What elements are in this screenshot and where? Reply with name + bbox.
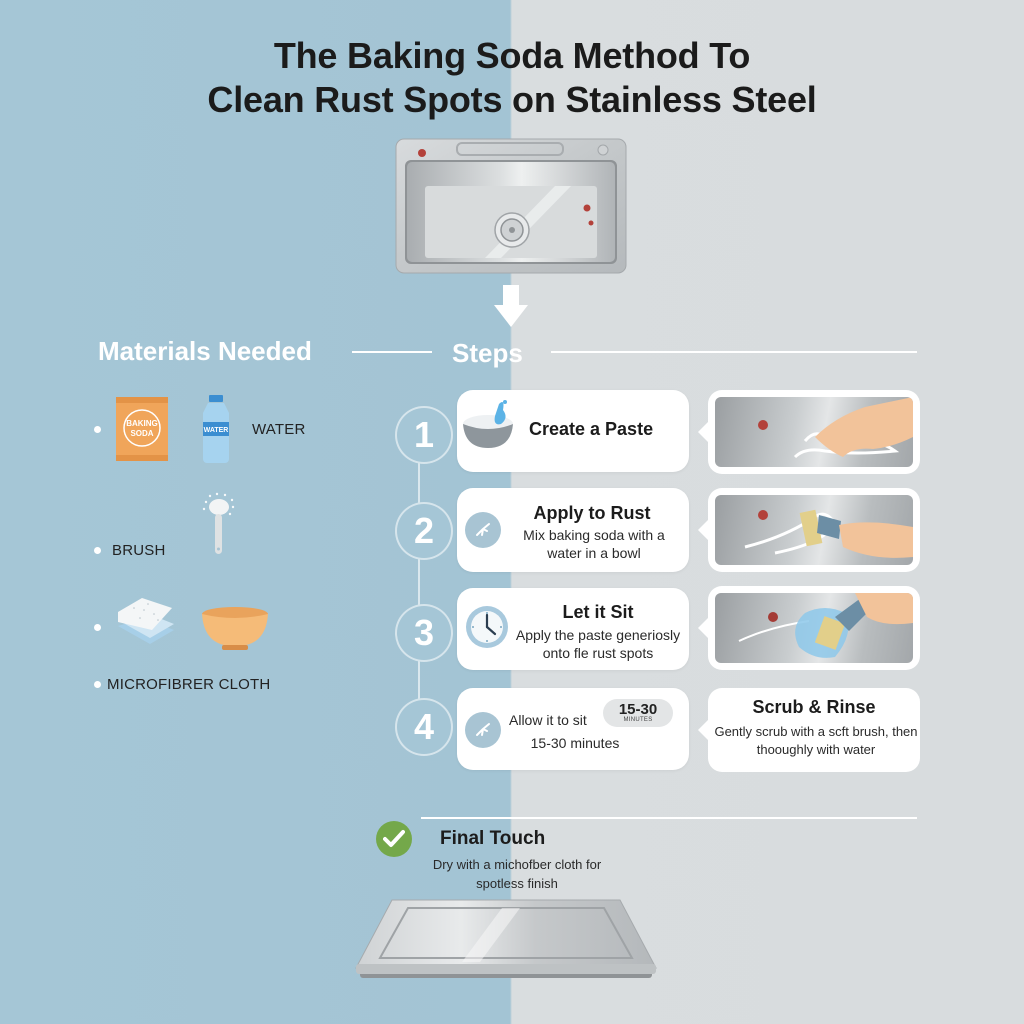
step-title-2: Apply to Rust xyxy=(533,503,651,523)
scrub-rinse-card[interactable]: Scrub & Rinse Gently scrub with a scft b… xyxy=(698,688,920,772)
sparkle-icon xyxy=(465,512,501,548)
step-desc-4-line2: 15-30 minutes xyxy=(530,735,620,751)
bullet xyxy=(94,547,101,554)
step-number-1: 1 xyxy=(395,406,453,464)
down-arrow-icon xyxy=(494,285,528,327)
badge-value: 15-30 xyxy=(618,701,658,718)
step-1-image xyxy=(698,390,920,474)
step-number-2: 2 xyxy=(395,502,453,560)
brush-applying-paste xyxy=(744,509,913,558)
timeline-line xyxy=(418,462,420,714)
step-card-1[interactable]: Create a Paste xyxy=(457,390,689,472)
step-desc-3: Apply the paste generiosly onto fle rust… xyxy=(515,627,681,661)
baking-soda-bag-icon: BAKING SODA xyxy=(116,397,168,461)
step-title-3: Let it Sit xyxy=(562,602,634,622)
sparkle-icon xyxy=(465,712,501,748)
step-card-2[interactable]: Apply to Rust Mix baking soda with a wat… xyxy=(457,488,689,572)
divider xyxy=(551,351,917,353)
step-card-3[interactable]: Let it Sit Apply the paste generiosly on… xyxy=(457,588,689,670)
step-3-image xyxy=(698,586,920,670)
svg-text:WATER: WATER xyxy=(204,427,229,434)
step-desc-4-line1: Allow it to sit xyxy=(509,712,587,728)
step-desc-2: Mix baking soda with a water in a bowl xyxy=(523,527,665,561)
bullet xyxy=(94,624,101,631)
steps-heading: Steps xyxy=(452,338,523,368)
brush-icon xyxy=(202,492,235,554)
page-title: The Baking Soda Method To Clean Rust Spo… xyxy=(0,34,1024,122)
check-circle-icon xyxy=(376,821,412,857)
clean-stainless-tray xyxy=(355,899,657,978)
material-label-microfibre-cloth: MICROFIBRER CLOTH xyxy=(107,676,271,693)
divider xyxy=(421,817,917,819)
clock-icon xyxy=(466,606,508,648)
bullet xyxy=(94,681,101,688)
material-label-water: WATER xyxy=(252,421,306,438)
hand-spreading-paste xyxy=(758,397,913,459)
divider xyxy=(352,351,432,353)
final-title: Final Touch xyxy=(440,828,546,849)
material-label-brush: BRUSH xyxy=(112,542,166,559)
svg-text:SODA: SODA xyxy=(130,429,153,438)
svg-text:BAKING: BAKING xyxy=(126,419,158,428)
final-desc: Dry with a michofber cloth for spotless … xyxy=(432,857,602,891)
scrub-rinse-title: Scrub & Rinse xyxy=(752,697,876,717)
bowl-paste-icon xyxy=(463,400,513,448)
step-card-4[interactable]: Allow it to sit 15-30 MINUTES 15-30 minu… xyxy=(457,688,689,770)
bowl-icon xyxy=(202,607,268,650)
water-bottle-icon: WATER xyxy=(203,395,229,463)
scrub-rinse-desc: Gently scrub with a scft brush, then tho… xyxy=(714,724,918,757)
duration-badge: 15-30 MINUTES xyxy=(603,699,673,727)
step-number-3: 3 xyxy=(395,604,453,662)
brush-scrubbing-water xyxy=(738,593,913,658)
step-2-image xyxy=(698,488,920,572)
sink-illustration xyxy=(395,138,627,274)
sponge-icon xyxy=(118,598,174,644)
title-line-2: Clean Rust Spots on Stainless Steel xyxy=(207,79,817,120)
step-title-1: Create a Paste xyxy=(529,419,654,439)
materials-heading: Materials Needed xyxy=(98,336,312,366)
step-number-4: 4 xyxy=(395,698,453,756)
bullet xyxy=(94,426,101,433)
badge-unit: MINUTES xyxy=(623,717,653,723)
title-line-1: The Baking Soda Method To xyxy=(273,35,751,76)
